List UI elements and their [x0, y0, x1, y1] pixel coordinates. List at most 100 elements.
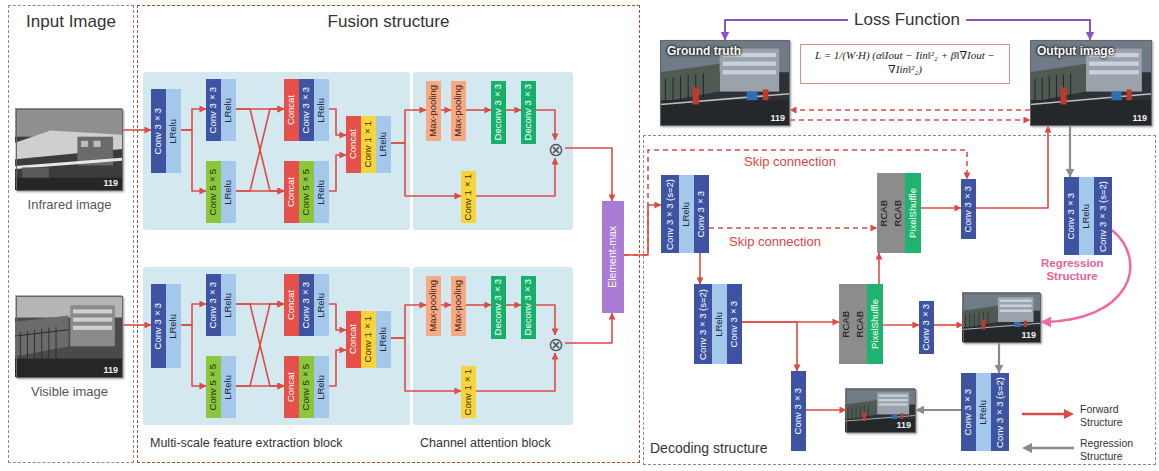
- connector: [236, 385, 284, 387]
- connector: [998, 343, 1000, 373]
- element-max-block: Element-max: [602, 201, 624, 313]
- layer-label: Conv 3×3: [729, 301, 739, 347]
- layer-label: Deconv 3×3: [493, 84, 503, 140]
- layer-label: Deconv 3×3: [523, 279, 533, 335]
- conv-layer: Conv 3×3: [791, 371, 806, 451]
- layer-label: RCAB: [841, 311, 851, 337]
- connector: [506, 304, 521, 306]
- layer-label: Concat: [286, 177, 296, 207]
- panel-frame: Input ImageInfrared image119Visible imag…: [8, 5, 134, 463]
- layer-label: LRelu: [223, 98, 233, 123]
- connector: [181, 130, 206, 191]
- edge-label: Loss Function: [848, 10, 966, 30]
- image-thumbnail: 119: [963, 293, 1041, 343]
- panel-title: Decoding structure: [650, 440, 768, 456]
- max-pooling-layer: Max-pooling: [451, 81, 466, 141]
- edge-label: Skip connection: [726, 234, 824, 249]
- legend-text: Forward Structure: [1080, 403, 1152, 428]
- panel-frame: Fusion structureConv 3×3LReluConv 3×3LRe…: [137, 5, 640, 463]
- formula-box: L = 1/(W·H) (α‖Iout − Iin‖²₂ + β‖∇Iout −…: [800, 44, 1010, 84]
- image-thumbnail: Infrared image119: [16, 109, 123, 191]
- layer-label: Conv 3×3: [301, 282, 311, 328]
- layer-label: LRelu: [378, 327, 388, 352]
- operator-symbol: ⊗: [547, 140, 565, 158]
- layer-label: Conv 1×1: [463, 174, 473, 220]
- layer-label: LRelu: [681, 202, 691, 227]
- image-thumbnail: Output image119: [1030, 40, 1152, 126]
- image-thumbnail: 119: [846, 389, 916, 433]
- concat-layer: Concat: [284, 274, 299, 336]
- connector: [790, 109, 1030, 111]
- layer-label: Conv 1×1: [463, 369, 473, 415]
- connector: [391, 110, 426, 143]
- connector: [329, 109, 346, 135]
- block-ground: [143, 72, 410, 230]
- lrelu-layer: LRelu: [314, 274, 329, 336]
- connector: [329, 155, 346, 191]
- connector: [476, 353, 555, 391]
- max-pooling-layer: Max-pooling: [426, 276, 441, 336]
- connector: [883, 324, 919, 326]
- connector: [181, 325, 206, 386]
- formula-text: L = 1/(W·H) (α‖Iout − Iin‖²₂ + β‖∇Iout −…: [801, 45, 1009, 80]
- connector: [709, 227, 877, 229]
- layer-label: Max-pooling: [453, 280, 463, 332]
- layer-label: Conv 3×3: [963, 389, 973, 435]
- concat-layer: Concat: [284, 161, 299, 223]
- infrared-photo: [15, 108, 122, 190]
- edge-label: Regression Structure: [1041, 257, 1103, 283]
- lrelu-layer: LRelu: [221, 79, 236, 141]
- deconv-layer: Deconv 3×3: [521, 81, 536, 144]
- connector: [565, 313, 612, 343]
- layer-label: Conv 3×3: [921, 304, 931, 350]
- conv-layer: Conv 3×3: [151, 89, 166, 173]
- layer-label: Conv 3×3: [793, 388, 803, 434]
- deconv-layer: Deconv 3×3: [491, 81, 506, 144]
- connector: [878, 253, 880, 284]
- layer-label: LRelu: [316, 375, 326, 400]
- layer-label: Conv 3×3: [208, 87, 218, 133]
- layer-label: Max-pooling: [453, 85, 463, 137]
- connector: [624, 150, 967, 255]
- concat-layer: Concat: [346, 311, 361, 368]
- layer-label: Deconv 3×3: [493, 279, 503, 335]
- conv-layer: Conv 3×3: [694, 175, 709, 253]
- connector: [790, 119, 1030, 121]
- connector: [236, 304, 284, 386]
- layer-label: LRelu: [316, 98, 326, 123]
- lrelu-layer: LRelu: [1079, 177, 1094, 255]
- connector: [536, 110, 555, 140]
- connector: [441, 109, 451, 111]
- connector: [921, 207, 961, 209]
- conv-layer: Conv 3×3: [919, 301, 934, 354]
- lrelu-layer: LRelu: [166, 284, 181, 368]
- layer-label: Deconv 3×3: [523, 84, 533, 140]
- panel-title: Input Image: [9, 12, 133, 32]
- lrelu-layer: LRelu: [712, 284, 727, 364]
- fused-photo: [660, 40, 790, 126]
- layer-label: Concat: [286, 95, 296, 125]
- multiply-symbol: ⊗: [547, 140, 565, 158]
- layer-label: LRelu: [316, 180, 326, 205]
- connector: [916, 409, 961, 411]
- lrelu-layer: LRelu: [221, 356, 236, 418]
- fused-photo: [845, 388, 915, 432]
- connector: [934, 324, 963, 326]
- layer-label: Concat: [286, 372, 296, 402]
- conv-layer: Conv 5×5: [299, 161, 314, 223]
- layer-label: LRelu: [1081, 204, 1091, 229]
- conv-layer: Conv 3×3: [206, 79, 221, 141]
- lrelu-layer: LRelu: [166, 89, 181, 173]
- image-number: 119: [896, 420, 911, 430]
- lrelu-layer: LRelu: [314, 79, 329, 141]
- legend-text: Regression Structure: [1080, 437, 1152, 462]
- panel-title: Fusion structure: [138, 12, 639, 32]
- layer-label: LRelu: [223, 293, 233, 318]
- lrelu-layer: LRelu: [376, 116, 391, 173]
- image-number: 119: [103, 178, 118, 188]
- edge-label: Skip connection: [741, 154, 839, 169]
- connector: [976, 126, 1048, 208]
- lrelu-layer: LRelu: [314, 356, 329, 418]
- lrelu-layer: LRelu: [976, 373, 991, 451]
- concat-layer: Concat: [346, 116, 361, 173]
